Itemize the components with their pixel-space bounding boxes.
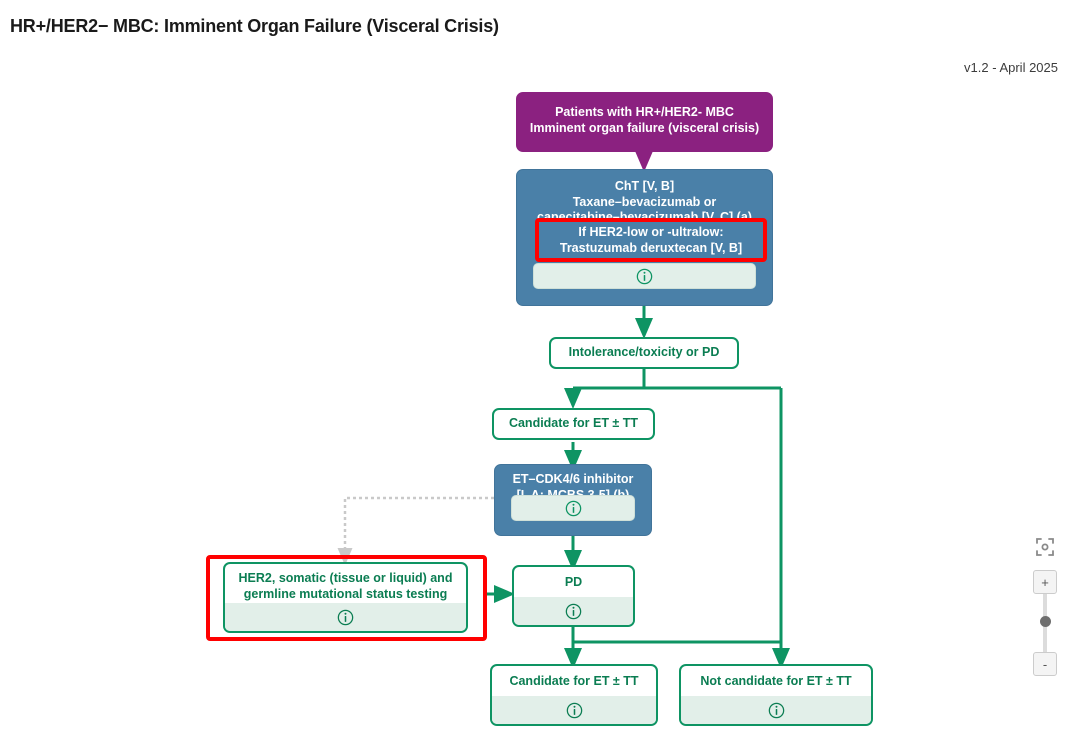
node-cht-line2: Taxane–bevacizumab or: [572, 194, 717, 209]
info-icon[interactable]: [565, 603, 582, 620]
node-et-cdk46-info-strip[interactable]: [511, 495, 635, 521]
node-candidate-et-bottom-label: Candidate for ET ± TT: [509, 674, 639, 688]
version-label: v1.2 - April 2025: [964, 60, 1058, 75]
node-her2-testing-line2: germline mutational status testing: [243, 586, 448, 601]
info-icon[interactable]: [768, 702, 785, 719]
node-et-cdk46-line1: ET–CDK4/6 inhibitor: [512, 472, 634, 486]
highlight-her2-low-line1: If HER2-low or -ultralow:: [578, 224, 724, 239]
node-candidate-et-bottom[interactable]: Candidate for ET ± TT: [490, 664, 658, 726]
connector-etcdk-to-her2-testing: [337, 496, 494, 566]
node-et-cdk46[interactable]: ET–CDK4/6 inhibitor [I, A; MCBS 3-5] (b): [494, 464, 652, 536]
highlight-her2-testing[interactable]: [206, 555, 487, 641]
node-not-candidate-et-info-strip[interactable]: [681, 696, 871, 724]
zoom-slider-track[interactable]: [1039, 594, 1051, 652]
node-cht-line1: ChT [V, B]: [614, 179, 675, 193]
node-patients[interactable]: Patients with HR+/HER2- MBC Imminent org…: [516, 92, 773, 152]
node-not-candidate-et-label: Not candidate for ET ± TT: [700, 674, 852, 688]
info-icon[interactable]: [565, 500, 582, 517]
node-candidate-et-bottom-info-strip[interactable]: [492, 696, 656, 724]
node-her2-testing[interactable]: HER2, somatic (tissue or liquid) and ger…: [223, 562, 468, 633]
info-icon[interactable]: [337, 609, 354, 626]
highlight-her2-low-line2: Trastuzumab deruxtecan [V, B]: [559, 241, 743, 255]
zoom-out-button[interactable]: -: [1033, 652, 1057, 676]
connector-pd-to-outcomes: [564, 627, 790, 669]
node-candidate-et-top[interactable]: Candidate for ET ± TT: [492, 408, 655, 440]
info-icon[interactable]: [566, 702, 583, 719]
zoom-slider-handle[interactable]: [1039, 616, 1051, 627]
zoom-controls[interactable]: + -: [1032, 536, 1058, 676]
node-her2-testing-line1: HER2, somatic (tissue or liquid) and: [238, 571, 453, 585]
zoom-in-button[interactable]: +: [1033, 570, 1057, 594]
node-candidate-et-top-label: Candidate for ET ± TT: [508, 416, 639, 430]
node-patients-line2: Imminent organ failure (visceral crisis): [529, 120, 760, 135]
node-pd-info-strip[interactable]: [514, 597, 633, 625]
node-intolerance-label: Intolerance/toxicity or PD: [568, 345, 720, 359]
node-her2-testing-info-strip[interactable]: [225, 603, 466, 631]
node-not-candidate-et[interactable]: Not candidate for ET ± TT: [679, 664, 873, 726]
node-pd[interactable]: PD: [512, 565, 635, 627]
node-pd-label: PD: [564, 575, 583, 589]
node-patients-line1: Patients with HR+/HER2- MBC: [555, 105, 734, 119]
highlight-her2-low-trastuzumab[interactable]: If HER2-low or -ultralow: Trastuzumab de…: [535, 218, 767, 262]
fit-to-screen-icon[interactable]: [1034, 536, 1056, 558]
info-icon[interactable]: [636, 268, 653, 285]
page-title: HR+/HER2− MBC: Imminent Organ Failure (V…: [10, 16, 499, 36]
node-cht-info-strip[interactable]: [533, 263, 756, 289]
node-intolerance[interactable]: Intolerance/toxicity or PD: [549, 337, 739, 369]
